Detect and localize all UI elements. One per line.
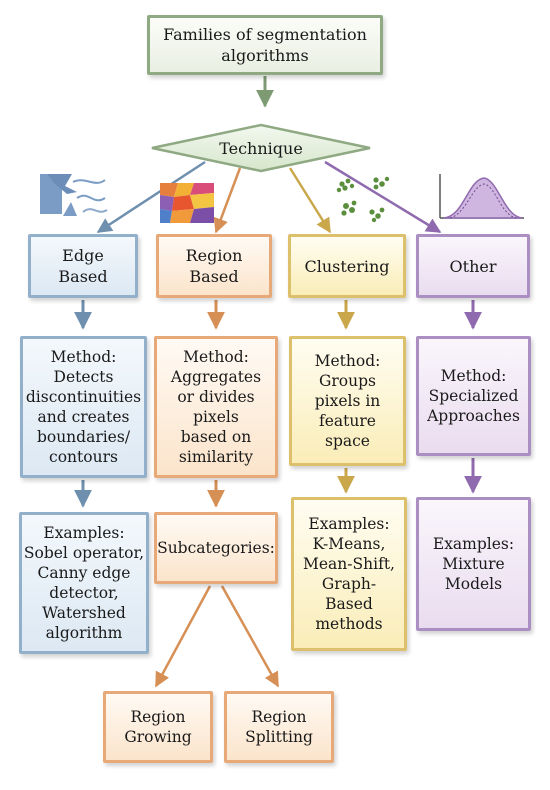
method-other: Method: Specialized Approaches — [416, 336, 531, 456]
arrow-technique-to-region — [213, 167, 242, 234]
examples-text: Examples: Mixture Models — [432, 535, 515, 593]
arrow-technique-to-edge — [96, 160, 206, 234]
subcategory-region-growing: Region Growing — [103, 691, 213, 763]
title-box: Families of segmentation algorithms — [147, 15, 383, 75]
examples-other: Examples: Mixture Models — [416, 497, 531, 631]
category-label: Other — [449, 256, 497, 276]
cluster-dots-icon — [336, 176, 390, 223]
examples-text: Examples: Sobel operator, Canny edge det… — [23, 524, 145, 642]
category-other: Other — [416, 234, 530, 298]
method-text: Method: Specialized Approaches — [427, 367, 520, 425]
category-edge-based: Edge Based — [28, 234, 138, 298]
category-label: Clustering — [304, 256, 390, 276]
region-mosaic-icon — [160, 183, 214, 223]
subcategory-region-splitting: Region Splitting — [224, 691, 334, 763]
category-region-based: Region Based — [156, 234, 272, 298]
technique-label: Technique — [219, 138, 303, 158]
category-label: Region Based — [185, 246, 243, 286]
examples-clustering: Examples: K-Means, Mean-Shift, Graph- Ba… — [291, 497, 407, 651]
technique-diamond: Technique — [148, 122, 374, 174]
examples-text: Examples: K-Means, Mean-Shift, Graph- Ba… — [303, 515, 395, 633]
distribution-curve-icon — [439, 174, 524, 219]
method-text: Method: Aggregates or divides pixels bas… — [170, 348, 262, 466]
subcategory-label: Region Splitting — [245, 708, 313, 746]
method-edge-based: Method: Detects discontinuities and crea… — [20, 336, 147, 478]
subcategories-region-based: Subcategories: — [154, 512, 278, 584]
method-clustering: Method: Groups pixels in feature space — [289, 336, 406, 466]
arrow-technique-to-clustering — [288, 167, 332, 234]
method-region-based: Method: Aggregates or divides pixels bas… — [154, 336, 278, 478]
examples-edge-based: Examples: Sobel operator, Canny edge det… — [19, 512, 149, 654]
method-text: Method: Detects discontinuities and crea… — [25, 348, 142, 466]
subcategory-label: Region Growing — [124, 708, 192, 746]
edge-shapes-icon — [40, 174, 108, 216]
arrow-subcategories-to-splitting — [220, 585, 280, 688]
category-label: Edge Based — [58, 246, 108, 286]
diamond-shape — [151, 123, 371, 173]
subcategories-text: Subcategories: — [157, 539, 275, 557]
title-text: Families of segmentation algorithms — [163, 25, 367, 65]
category-clustering: Clustering — [288, 234, 406, 298]
arrow-subcategories-to-growing — [154, 585, 212, 688]
method-text: Method: Groups pixels in feature space — [314, 352, 381, 450]
arrow-technique-to-other — [324, 160, 442, 234]
